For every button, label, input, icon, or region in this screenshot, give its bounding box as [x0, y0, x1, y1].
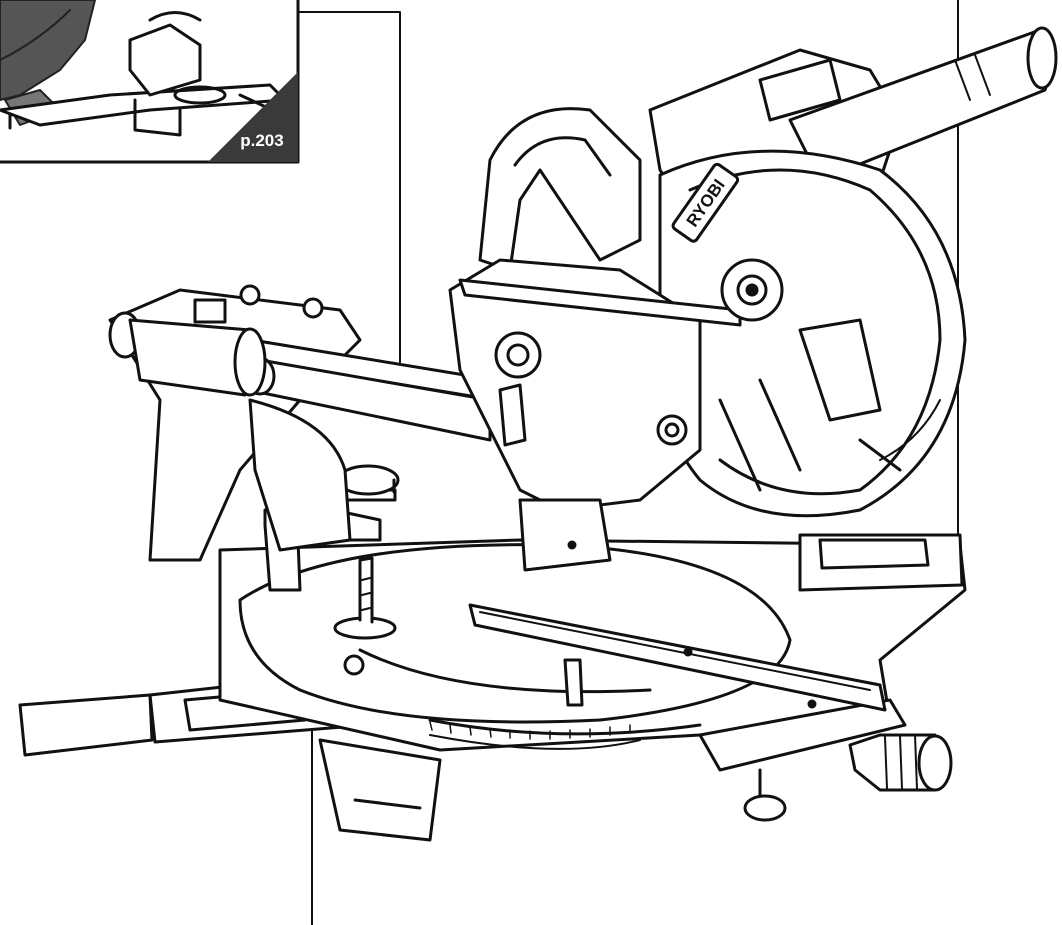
saw-head: RYOBI [448, 26, 1058, 572]
callout-rail-line [299, 11, 401, 369]
front-lock-knob [743, 733, 953, 822]
slide-rail-assembly [108, 284, 497, 562]
bevel-lever [498, 383, 527, 447]
inset-page-reference: p.203 [240, 131, 284, 150]
fence [468, 603, 887, 712]
inset-thumbnail [0, 0, 300, 164]
inset-page-badge [208, 72, 298, 162]
